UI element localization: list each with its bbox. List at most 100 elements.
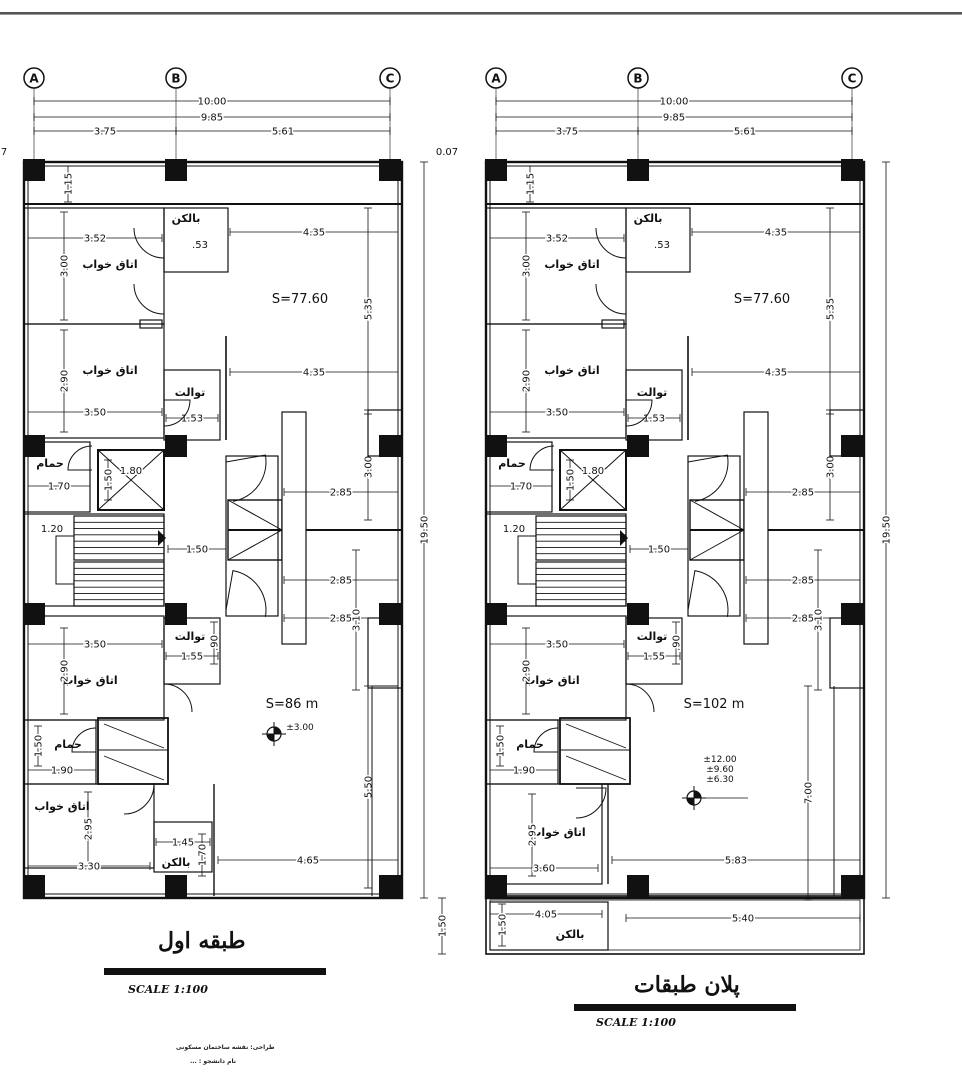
dim-front-strip: 1.15 — [526, 173, 537, 195]
grid-label-C: C — [848, 72, 857, 86]
dim-shaft-w3: 2.85 — [330, 614, 352, 625]
dim-side-h: 3.10 — [352, 609, 363, 631]
stair-lift-2-cross — [565, 723, 627, 749]
stair-landing — [55, 535, 74, 585]
dim-shaft-h: 3.00 — [826, 456, 837, 478]
dim-front-strip: 1.15 — [64, 173, 75, 195]
balcony-bottom-label: بالکن — [162, 856, 191, 869]
column — [627, 875, 649, 897]
dim-bed3-h: 2.90 — [522, 660, 533, 682]
bedroom-1-label: اتاق خواب — [82, 258, 137, 271]
column — [841, 435, 863, 457]
first-floor-title: طبقه اول — [158, 928, 246, 954]
dim-inner-width: 9.85 — [663, 113, 685, 124]
dim-bed2-h: 2.90 — [60, 370, 71, 392]
toilet-2-label: توالت — [637, 630, 668, 643]
bedroom-3-walls — [485, 615, 627, 721]
stair-lift-2 — [559, 717, 631, 785]
dim-shaft-h: 3.00 — [364, 456, 375, 478]
dim-back-w: 5.83 — [725, 856, 747, 867]
dim-offset: 0.07 — [436, 147, 458, 158]
first-floor-scale: SCALE 1:100 — [128, 983, 208, 996]
dim-bed3-w: 3.50 — [84, 640, 106, 651]
dim-shaft-w2: 2.85 — [792, 576, 814, 587]
dim-stair-w: 1.20 — [503, 524, 525, 535]
dim-front-w: 4.35 — [765, 228, 787, 239]
column — [841, 603, 863, 625]
column — [485, 159, 507, 181]
dim-bed1-h: 3.00 — [522, 255, 533, 277]
bath-1-label: حمام — [36, 457, 64, 470]
toilet-2-walls — [163, 617, 221, 685]
dim-shaft-w1: 2.85 — [330, 488, 352, 499]
door-corridor-2 — [225, 570, 267, 618]
typical-floor-title: پلان طبقات — [634, 972, 740, 998]
elevator-shaft — [559, 449, 627, 511]
column — [23, 435, 45, 457]
balcony-bottom-walls — [153, 821, 213, 873]
column — [165, 159, 187, 181]
level-mark: ±3.00 — [286, 723, 314, 733]
door-bedroom-3 — [625, 683, 655, 713]
dim-bed2-w: 3.50 — [546, 408, 568, 419]
column — [379, 875, 401, 897]
dim-bath2-h: 1.50 — [496, 735, 507, 757]
dim-bed2-w: 3.50 — [84, 408, 106, 419]
side-niche — [829, 409, 865, 457]
column — [841, 875, 863, 897]
door-toilet-1 — [625, 399, 653, 427]
toilet-2-walls — [625, 617, 683, 685]
column — [841, 159, 863, 181]
bath-1-walls — [485, 441, 553, 513]
bath-2-label: حمام — [54, 738, 82, 751]
dim-overall-width: 10.00 — [660, 97, 689, 108]
dim-bath1-w: 1.70 — [48, 482, 70, 493]
grid-label-A: A — [29, 72, 39, 86]
side-niche — [367, 617, 403, 689]
dim-toilet1-w: 1.53 — [643, 414, 665, 425]
dim-bay-right: 5.61 — [272, 127, 294, 138]
column — [165, 875, 187, 897]
bedroom-4-label: اتاق خواب — [34, 800, 89, 813]
level-mark-2: ±6.30 — [706, 775, 734, 785]
balcony-top-label: بالکن — [172, 212, 201, 225]
dim-front-h: 5.35 — [364, 298, 375, 320]
corridor-walls — [225, 455, 279, 617]
door-bedroom-1b — [595, 283, 627, 315]
dim-bath2-w: 1.90 — [513, 766, 535, 777]
grid-label-B: B — [171, 72, 180, 86]
dim-bed1-h: 3.00 — [60, 255, 71, 277]
balcony-bottom-label: بالکن — [556, 928, 585, 941]
dim-shaft-w3: 2.85 — [792, 614, 814, 625]
dim-toilet2-h: .90 — [672, 635, 683, 651]
light-well — [743, 411, 769, 645]
typical-floor-scale-bar — [574, 1004, 796, 1011]
column — [23, 159, 45, 181]
dim-bed3-h: 2.90 — [60, 660, 71, 682]
page-top-rule — [0, 12, 962, 15]
dim-front-h: 5.35 — [826, 298, 837, 320]
column — [379, 159, 401, 181]
dim-lift-w: 1.80 — [120, 466, 142, 477]
dim-bay-left: 3.75 — [94, 127, 116, 138]
side-niche — [829, 617, 865, 689]
column — [627, 159, 649, 181]
dim-back-h: 7.00 — [804, 782, 815, 804]
toilet-1-walls — [163, 369, 221, 441]
stair-arrow — [620, 530, 628, 546]
column — [485, 435, 507, 457]
dim-corr-w: 1.50 — [186, 545, 208, 556]
area-back-label: S=86 m — [266, 697, 318, 712]
toilet-2-label: توالت — [175, 630, 206, 643]
bedroom-2-walls — [23, 323, 165, 439]
area-front-label: S=77.60 — [734, 292, 790, 307]
dim-bed4-w: 3.30 — [78, 862, 100, 873]
dim-bay-right: 5.61 — [734, 127, 756, 138]
bedroom-3-walls — [23, 615, 165, 721]
dim-toilet2-h: .90 — [210, 635, 221, 651]
dim-shaft-w1: 2.85 — [792, 488, 814, 499]
door-corridor-1 — [687, 454, 729, 502]
dim-overall-width: 10.00 — [198, 97, 227, 108]
dim-stair-w: 1.20 — [41, 524, 63, 535]
door-bath-2 — [533, 727, 559, 753]
